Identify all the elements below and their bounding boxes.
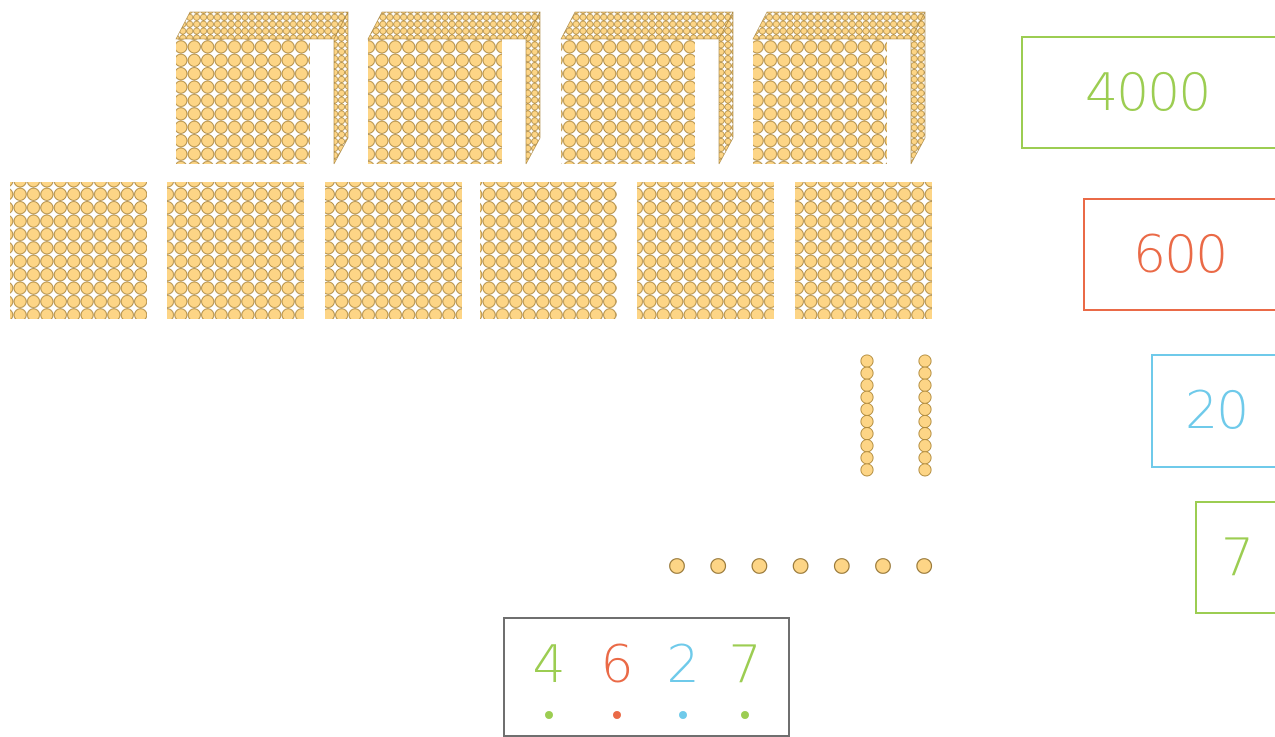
digit-ones: 7 (715, 639, 775, 691)
ten-bars (861, 355, 931, 476)
thousand-cube[interactable] (561, 12, 733, 164)
unit-bead[interactable] (917, 559, 932, 574)
answer-digit-hundreds[interactable]: 6 (587, 619, 647, 719)
thousand-cube[interactable] (176, 12, 348, 164)
ten-bar[interactable] (919, 355, 931, 476)
hundred-square[interactable] (325, 182, 462, 319)
unit-bead[interactable] (876, 559, 891, 574)
answer-box[interactable]: 4 6 2 7 (503, 617, 790, 737)
card-tens-value: 20 (1185, 381, 1247, 441)
answer-digit-tens[interactable]: 2 (653, 619, 713, 719)
answer-digit-thousands[interactable]: 4 (519, 619, 579, 719)
unit-bead[interactable] (711, 559, 726, 574)
place-value-card-ones[interactable]: 7 (1195, 501, 1275, 614)
thousands-dot (545, 711, 553, 719)
thousand-cube[interactable] (368, 12, 540, 164)
hundred-square[interactable] (10, 182, 147, 319)
place-value-card-thousands[interactable]: 4000 (1021, 36, 1275, 149)
card-ones-value: 7 (1221, 528, 1252, 588)
ten-bar[interactable] (861, 355, 873, 476)
hundred-square[interactable] (480, 182, 617, 319)
tens-dot (679, 711, 687, 719)
digit-thousands: 4 (519, 639, 579, 691)
digit-tens: 2 (653, 639, 713, 691)
place-value-card-tens[interactable]: 20 (1151, 354, 1275, 468)
hundred-squares (10, 182, 932, 319)
ones-dot (741, 711, 749, 719)
hundred-square[interactable] (795, 182, 932, 319)
card-hundreds-value: 600 (1133, 225, 1226, 285)
unit-beads (670, 559, 932, 574)
hundreds-dot (613, 711, 621, 719)
digit-hundreds: 6 (587, 639, 647, 691)
thousand-cube[interactable] (753, 12, 925, 164)
hundred-square[interactable] (167, 182, 304, 319)
place-value-card-hundreds[interactable]: 600 (1083, 198, 1275, 311)
unit-bead[interactable] (835, 559, 850, 574)
hundred-square[interactable] (637, 182, 774, 319)
thousand-cubes (176, 12, 925, 164)
unit-bead[interactable] (793, 559, 808, 574)
unit-bead[interactable] (670, 559, 685, 574)
answer-digit-ones[interactable]: 7 (715, 619, 775, 719)
unit-bead[interactable] (752, 559, 767, 574)
card-thousands-value: 4000 (1085, 63, 1209, 123)
